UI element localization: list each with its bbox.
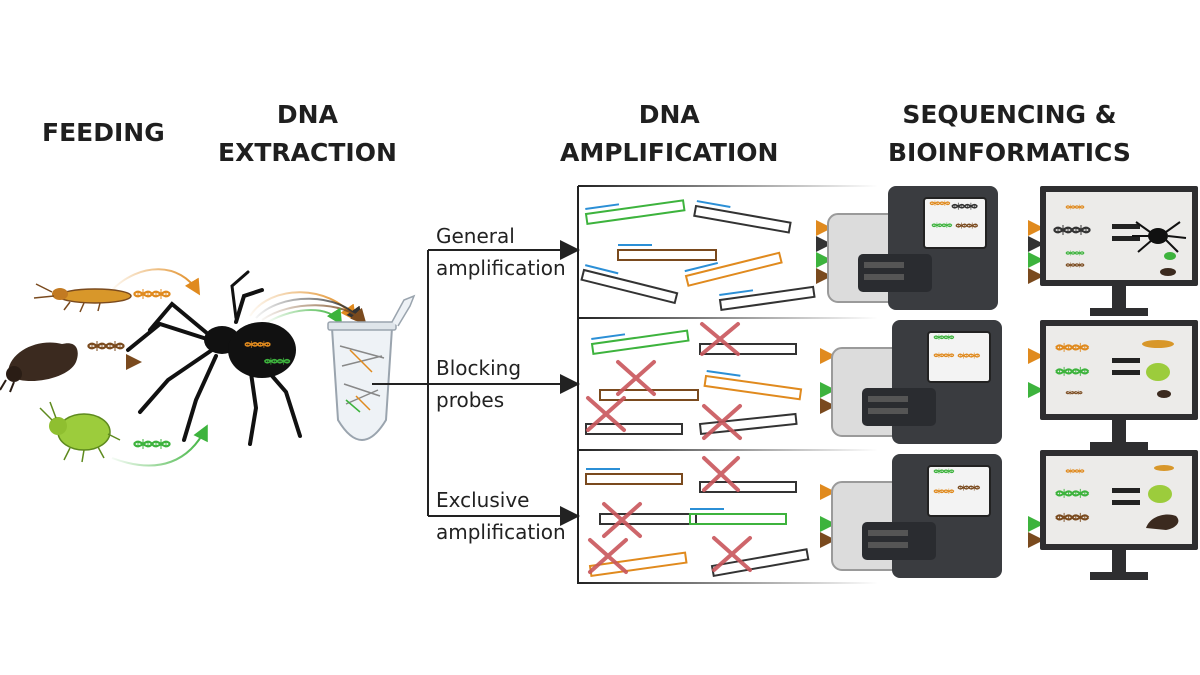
beetle-larva-icon xyxy=(0,342,78,393)
heading-dna-amplification: DNA AMPLIFICATION xyxy=(560,100,779,167)
spider-icon xyxy=(1132,221,1187,253)
amplicon-group-general xyxy=(580,199,816,312)
arrow-thrips-spider xyxy=(111,268,201,296)
arrows-to-sequencer-3 xyxy=(800,484,836,548)
dna-icon xyxy=(132,437,172,451)
heading-feeding: FEEDING xyxy=(42,118,165,147)
arrows-to-monitor-2 xyxy=(1004,348,1044,398)
heading-sequencing-bioinformatics: SEQUENCING & BIOINFORMATICS xyxy=(888,100,1131,167)
tube-icon xyxy=(327,294,416,441)
sequencer-icon xyxy=(831,453,1003,579)
aphid-icon xyxy=(39,401,121,463)
thrips-icon xyxy=(33,283,132,313)
thrips-icon xyxy=(1142,340,1174,348)
arrows-to-sequencer-2 xyxy=(800,348,836,414)
cross-mark-icon xyxy=(586,322,752,574)
aphid-icon xyxy=(1146,363,1170,381)
aphid-icon xyxy=(1164,252,1176,260)
aphid-icon xyxy=(1148,485,1172,503)
arrows-to-sequencer-1 xyxy=(790,220,832,284)
beetle-larva-icon xyxy=(1157,390,1171,398)
heading-dna-extraction: DNA EXTRACTION xyxy=(218,100,397,167)
arrow-aphid-spider xyxy=(111,424,208,467)
beetle-larva-icon xyxy=(1160,268,1176,276)
amplicon-group-blocking xyxy=(585,329,803,436)
branch-label-general: General amplification xyxy=(436,224,566,280)
branch-label-exclusive: Exclusive amplification xyxy=(436,488,566,544)
dna-icon xyxy=(132,287,172,301)
beetle-larva-icon xyxy=(1146,514,1179,530)
sequencer-icon xyxy=(831,319,1003,445)
thrips-icon xyxy=(1154,465,1174,471)
monitor-icon xyxy=(1040,320,1198,450)
dna-icon xyxy=(86,339,126,353)
spider-icon xyxy=(126,270,302,446)
arrows-to-monitor-3 xyxy=(1004,516,1044,548)
monitor-icon xyxy=(1040,186,1198,316)
arrows-to-monitor-1 xyxy=(1000,220,1044,284)
branch-label-blocking: Blocking probes xyxy=(436,356,522,412)
